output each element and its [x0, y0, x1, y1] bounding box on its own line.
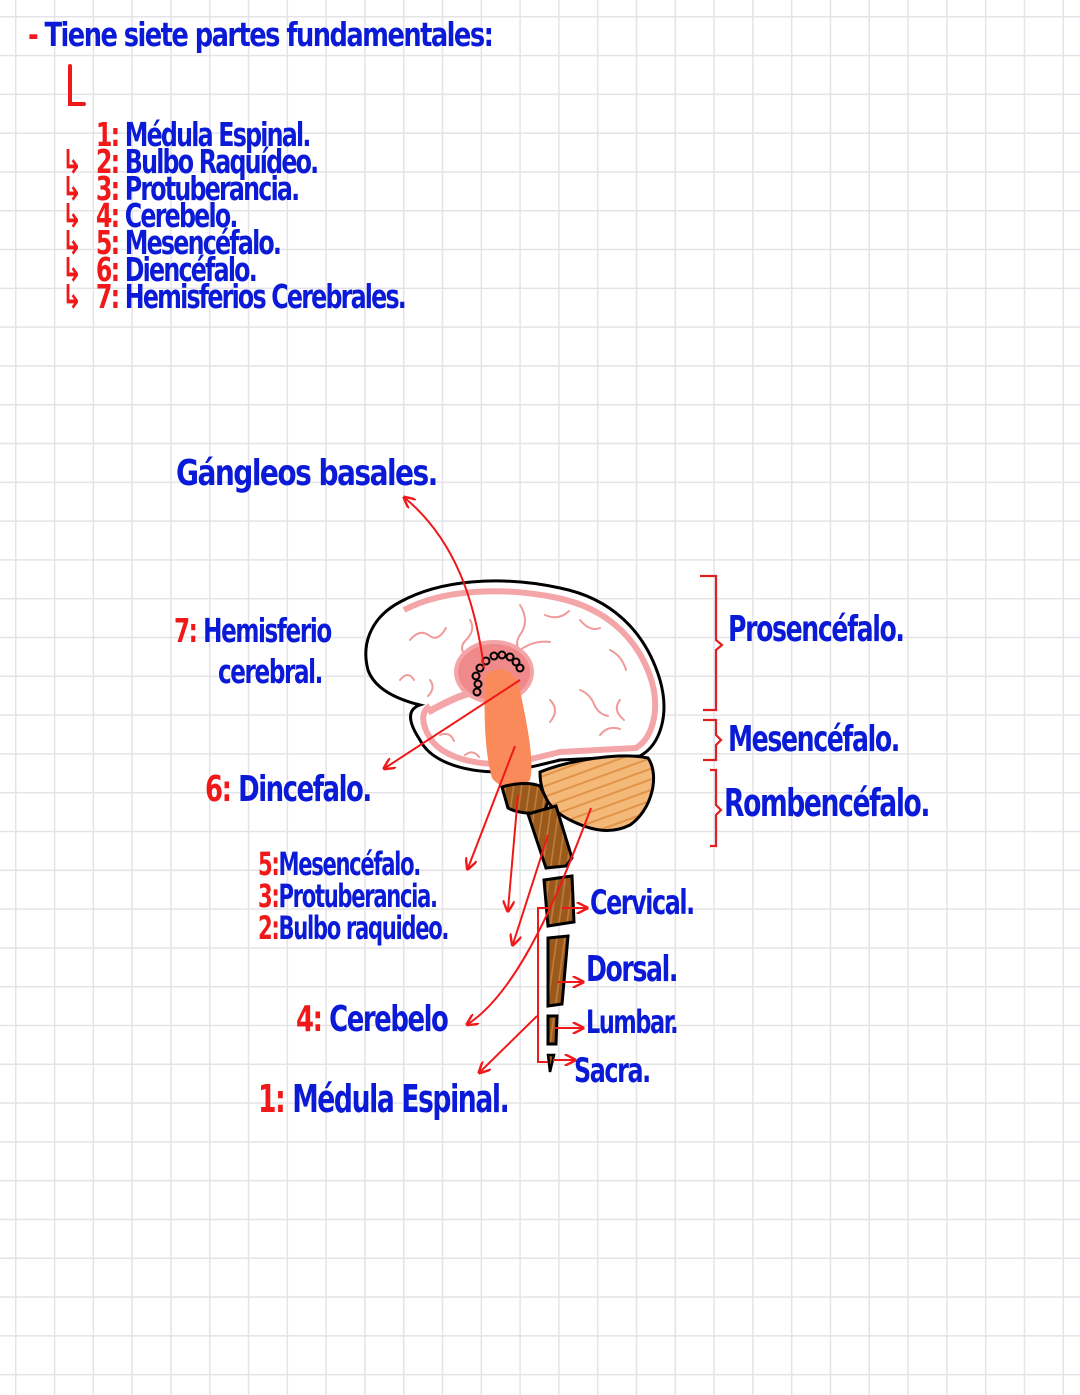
label-hemisferio: 7: Hemisferio	[174, 611, 332, 650]
list-item: ↳ 5: Mesencéfalo.	[62, 223, 282, 262]
pons-shape	[500, 782, 550, 815]
arrow-mesencefalo	[468, 745, 516, 868]
arrow-diencefalo	[385, 679, 521, 768]
list-item: ↳ 4: Cerebelo.	[62, 196, 238, 235]
return-arrow-icon: ↳	[62, 142, 82, 181]
arrow-protuberancia	[508, 794, 519, 910]
list-item: ↳ 7: Hemisferios Cerebrales.	[62, 277, 407, 316]
label-bulbo: 2:Bulbo raquideo.	[258, 909, 449, 947]
label-mesencefalo-division: Mesencéfalo.	[728, 719, 900, 760]
label-prosencefalo: Prosencéfalo.	[728, 609, 905, 650]
division-braces	[700, 574, 724, 848]
label-dorsal: Dorsal.	[586, 949, 678, 990]
spine-sacral	[546, 1053, 556, 1073]
return-arrow-icon: ↳	[62, 169, 82, 208]
spine-dorsal	[546, 934, 570, 1008]
page-heading: - Tiene siete partes fundamentales:	[28, 15, 494, 54]
list-item: ↳ 2: Bulbo Raquídeo.	[62, 142, 319, 181]
label-lumbar: Lumbar.	[586, 1003, 679, 1041]
label-rombencefalo: Rombencéfalo.	[724, 781, 931, 825]
list-item: ↳ 3: Protuberancia.	[62, 169, 300, 208]
spine-bracket	[537, 907, 548, 1063]
arrow-bulbo	[513, 834, 549, 944]
list-item: ↳ 6: Diencéfalo.	[62, 250, 258, 289]
label-ganglios-basales: Gángleos basales.	[176, 453, 438, 494]
label-diencefalo: 6: Dincefalo.	[205, 769, 372, 810]
return-arrow-icon: ↳	[62, 250, 82, 289]
diencephalon-shape	[484, 669, 532, 788]
label-hemisferio-line2: cerebral.	[218, 652, 323, 691]
label-medula: 1: Médula Espinal.	[258, 1077, 510, 1121]
label-sacra: Sacra.	[574, 1051, 651, 1091]
label-mesencefalo: 5:Mesencéfalo.	[258, 845, 421, 883]
arrow-medula	[480, 1015, 538, 1072]
spine-cervical	[542, 874, 576, 928]
return-arrow-icon: ↳	[62, 196, 82, 235]
return-arrow-icon: ↳	[62, 277, 82, 316]
label-protuberancia: 3:Protuberancia.	[258, 877, 438, 915]
label-cervical: Cervical.	[590, 883, 695, 923]
spine-lumbar	[546, 1014, 559, 1046]
heading-text: Tiene siete partes fundamentales:	[44, 15, 494, 54]
return-arrow-icon: ↳	[62, 223, 82, 262]
label-cerebelo: 4: Cerebelo	[296, 999, 449, 1040]
heading-dash: -	[28, 15, 39, 54]
arrow-ganglios	[405, 498, 485, 669]
list-item: 1: Médula Espinal.	[95, 115, 312, 154]
cerebellum-shape	[538, 754, 656, 832]
